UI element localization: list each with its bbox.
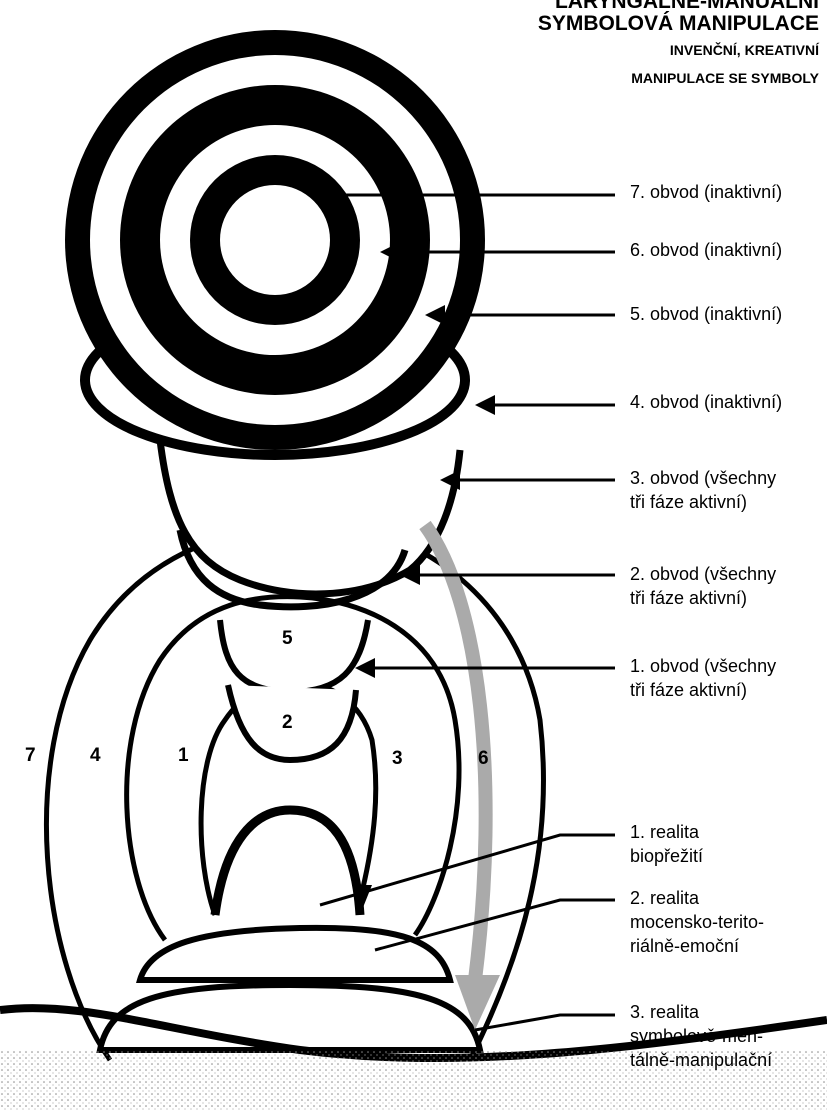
number-2: 2	[282, 712, 293, 734]
number-5: 5	[282, 628, 293, 650]
number-6: 6	[478, 748, 489, 770]
label-obvod-6: 6. obvod (inaktivní)	[630, 238, 782, 262]
label-obvod-3: 3. obvod (všechny tři fáze aktivní)	[630, 466, 776, 514]
platform-base	[140, 928, 450, 980]
label-obvod-5: 5. obvod (inaktivní)	[630, 302, 782, 326]
number-7: 7	[25, 745, 36, 767]
label-obvod-7: 7. obvod (inaktivní)	[630, 180, 782, 204]
header-line-4: MANIPULACE SE SYMBOLY	[631, 70, 819, 86]
number-1: 1	[178, 745, 189, 767]
circuit-1-segment	[220, 620, 368, 692]
label-obvod-1: 1. obvod (všechny tři fáze aktivní)	[630, 654, 776, 702]
label-obvod-4: 4. obvod (inaktivní)	[630, 390, 782, 414]
header-line-3: INVENČNÍ, KREATIVNÍ	[670, 42, 819, 58]
label-realita-3: 3. realita symbolově-men- tálně-manipula…	[630, 1000, 772, 1072]
label-realita-2: 2. realita mocensko-terito- riálně-emočn…	[630, 886, 764, 958]
platform-lower	[100, 985, 480, 1050]
label-realita-1: 1. realita biopřežití	[630, 820, 703, 868]
number-4: 4	[90, 745, 101, 767]
number-3: 3	[392, 748, 403, 770]
header-line-2: SYMBOLOVÁ MANIPULACE	[538, 12, 819, 36]
label-obvod-2: 2. obvod (všechny tři fáze aktivní)	[630, 562, 776, 610]
